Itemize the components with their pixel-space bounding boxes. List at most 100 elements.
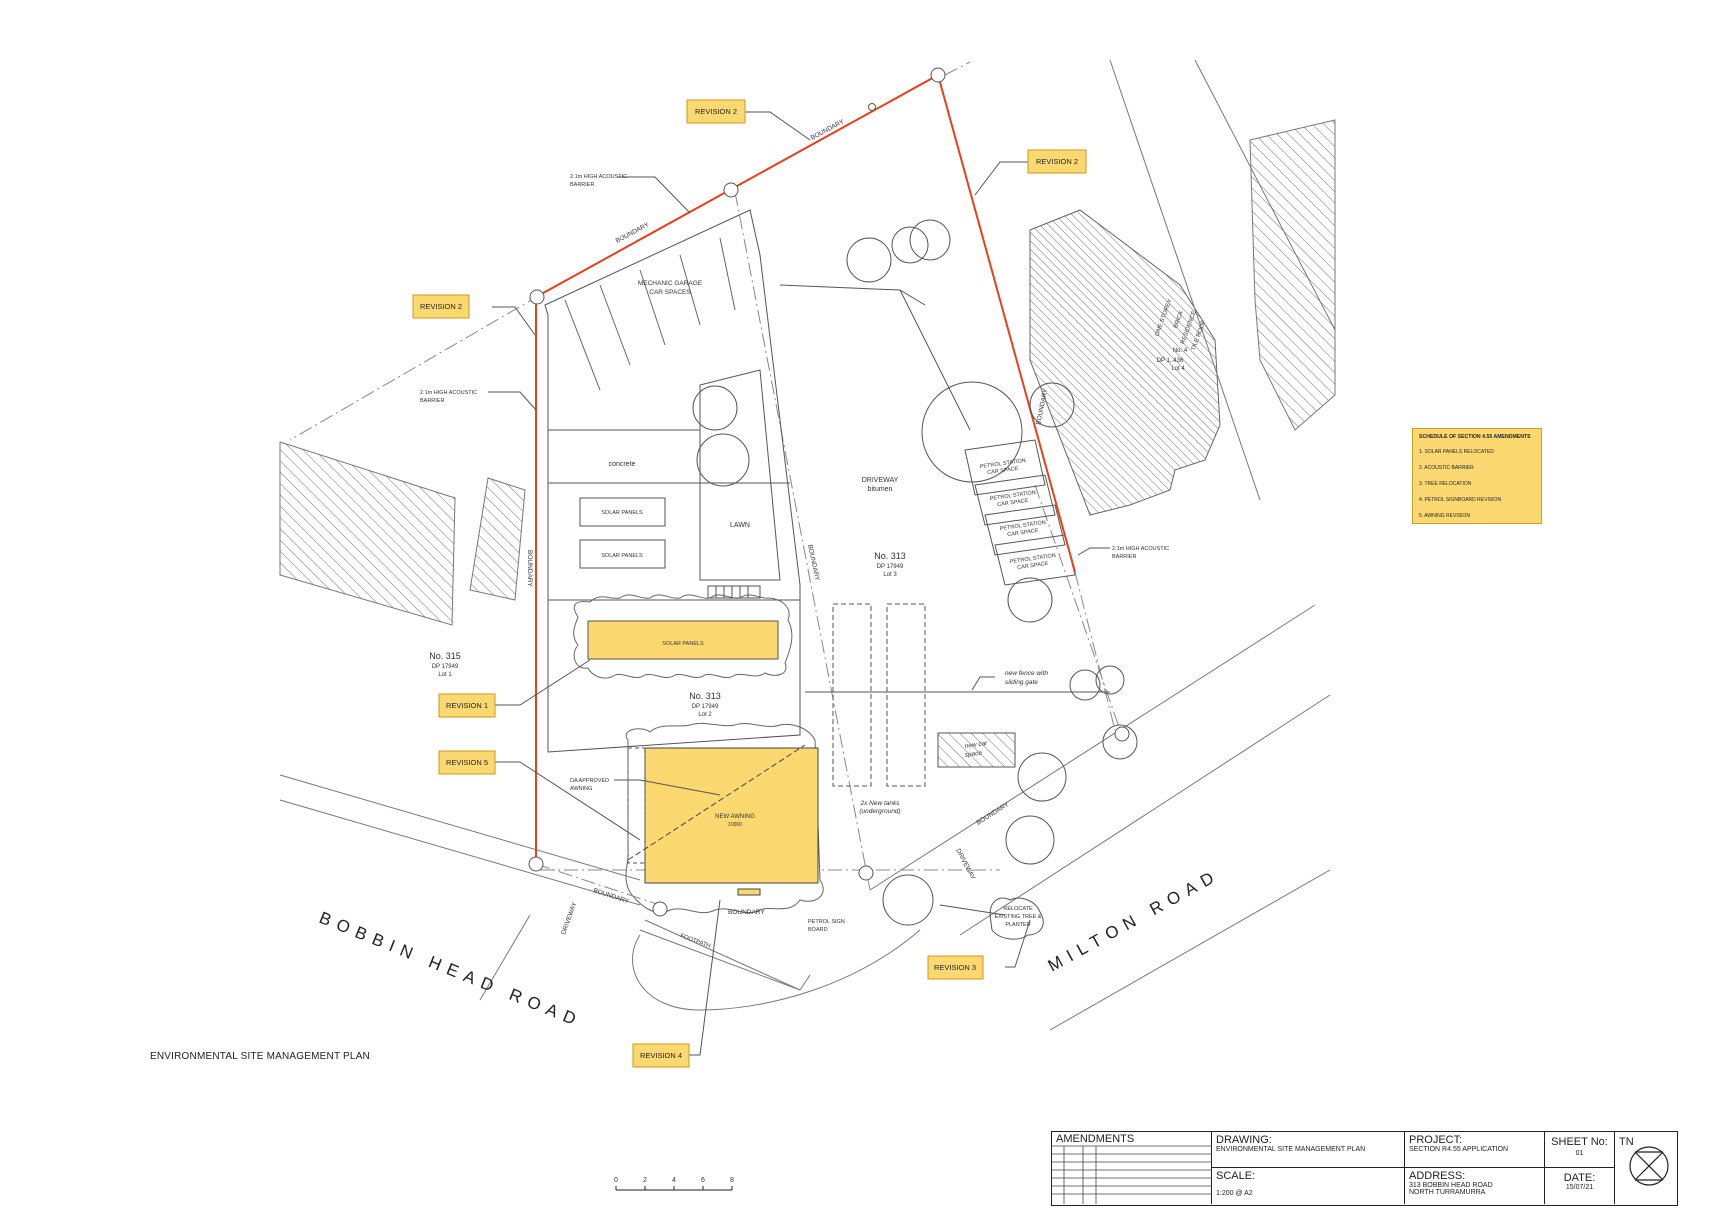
mechanic-label-2: CAR SPACES: [649, 289, 691, 296]
car-space-lines: [564, 237, 736, 391]
driveway-label: DRIVEWAY: [862, 477, 899, 484]
acoustic-label-2a: 2.1m HIGH ACOUSTIC: [420, 390, 477, 396]
acoustic-label-3b: BARRIER: [1112, 554, 1136, 560]
site-outline: [544, 209, 1110, 753]
amendments-heading: AMENDMENTS: [1056, 1133, 1135, 1145]
neighbour-building-west: [279, 441, 456, 626]
schedule-item: 2. ACOUSTIC BARRIER: [1419, 465, 1474, 471]
drawing-heading: DRAWING:: [1216, 1134, 1272, 1146]
title-block: AMENDMENTS DRAWING: ENVIRONMENTAL SITE M…: [1051, 1131, 1678, 1206]
project-heading: PROJECT:: [1409, 1134, 1463, 1146]
scale-heading: SCALE:: [1216, 1170, 1256, 1182]
lot1-number: No. 315: [429, 651, 461, 661]
scale-bar: [615, 1186, 733, 1191]
driveway-label-se: DRIVEWAY: [954, 848, 976, 882]
revision-tag-3: REVISION 3: [927, 955, 984, 980]
boundary-label-se: BOUNDARY: [975, 801, 1010, 827]
sheet-value: 01: [1575, 1150, 1584, 1157]
footpath-label: FOOTPATH: [679, 933, 711, 950]
petrol-space-4b: CAR SPACE: [1017, 561, 1049, 571]
residence-label-2: BRICK: [1173, 310, 1185, 329]
residence-label-7: Lot 4: [1171, 366, 1185, 372]
north-arrow-icon: [1629, 1146, 1669, 1186]
lot1-lot: Lot 1: [438, 672, 452, 678]
solar-planter-outline: [573, 594, 793, 679]
svg-text:REVISION 2: REVISION 2: [420, 302, 462, 311]
scale-cell: SCALE: 1:200 @ A2: [1212, 1168, 1405, 1204]
neighbour-building-east: [1249, 119, 1336, 431]
scale-value: 1:200 @ A2: [1216, 1190, 1253, 1197]
bitumen-label: bitumen: [868, 486, 893, 493]
acoustic-label-2b: BARRIER: [420, 398, 444, 404]
trees: [692, 219, 1138, 940]
lot3-lot: Lot 3: [883, 572, 897, 578]
schedule-item: 1. SOLAR PANELS RELOCATED: [1419, 449, 1494, 455]
awning-diagonal: [627, 744, 806, 861]
lot3-dp: DP 17949: [877, 564, 904, 570]
scale-tick-2: 2: [643, 1177, 647, 1184]
lot2-dp: DP 17949: [692, 704, 719, 710]
new-car-label-2: space: [964, 750, 983, 759]
amendments-schedule: SCHEDULE OF SECTION 4.55 AMENDMENTS 1. S…: [1412, 428, 1542, 524]
residence-label-5: No. 4: [1173, 348, 1188, 354]
drawing-title: ENVIRONMENTAL SITE MANAGEMENT PLAN: [150, 1051, 370, 1062]
sheet-cell: SHEET No: 01: [1545, 1132, 1615, 1168]
relocate-label-2: EXISTING TREE &: [995, 914, 1042, 920]
boundary-markers: [528, 67, 1130, 917]
fence-label-2: sliding gate: [1005, 679, 1038, 686]
schedule-item: 3. TREE RELOCATION: [1419, 481, 1472, 487]
date-value: 15/07/21: [1565, 1184, 1594, 1191]
solar-label-3: SOLAR PANELS: [662, 641, 704, 647]
address-heading: ADDRESS:: [1409, 1170, 1466, 1182]
petrol-space-1b: CAR SPACE: [987, 466, 1019, 476]
mechanic-label-1: MECHANIC GARAGE: [638, 280, 703, 287]
schedule-title: SCHEDULE OF SECTION 4.55 AMENDMENTS: [1419, 434, 1531, 440]
scale-tick-8: 8: [730, 1177, 734, 1184]
concrete-label: concrete: [609, 461, 636, 468]
fence-label-1: new fence with: [1005, 670, 1048, 677]
date-cell: DATE: 15/07/21: [1545, 1168, 1615, 1204]
revision-tag-2c: REVISION 2: [412, 294, 470, 319]
relocate-label-1: RELOCATE: [1003, 906, 1033, 912]
address-cell: ADDRESS: 313 BOBBIN HEAD ROAD NORTH TURR…: [1405, 1168, 1545, 1204]
svg-text:REVISION 2: REVISION 2: [1036, 157, 1078, 166]
sheet-heading: SHEET No:: [1551, 1136, 1608, 1148]
scale-tick-0: 0: [614, 1177, 618, 1184]
boundary-label-s: BOUNDARY: [592, 887, 630, 905]
petrol-space-3b: CAR SPACE: [1007, 528, 1039, 538]
solar-panel-new: [587, 620, 779, 660]
residence-label-6: DP 1..436: [1157, 358, 1184, 364]
svg-text:REVISION 1: REVISION 1: [446, 701, 488, 710]
drawing-cell: DRAWING: ENVIRONMENTAL SITE MANAGEMENT P…: [1212, 1132, 1405, 1168]
schedule-item: 5. AWNING REVISION: [1419, 513, 1470, 519]
neighbour-shed-west: [469, 477, 526, 601]
amendments-grid: [1052, 1145, 1212, 1204]
scale-tick-4: 4: [672, 1177, 676, 1184]
acoustic-label-1a: 2.1m HIGH ACOUSTIC: [570, 174, 627, 180]
solar-label-2: SOLAR PANELS: [601, 553, 643, 559]
tanks-label-1: 2x New tanks: [859, 800, 900, 807]
boundary-label-n: BOUNDARY: [615, 221, 651, 245]
acoustic-label-1b: BARRIER: [570, 182, 594, 188]
new-car-space: [937, 732, 1016, 768]
revision-tag-2a: REVISION 2: [686, 99, 746, 124]
da-label-1: DA APPROVED: [570, 778, 609, 784]
revision-tag-5: REVISION 5: [438, 750, 496, 775]
relocate-label-3: PLANTER: [1005, 922, 1030, 928]
road-name-milton: MILTON ROAD: [1045, 865, 1223, 975]
acoustic-label-3a: 2.1m HIGH ACOUSTIC: [1112, 546, 1169, 552]
new-awning: [644, 747, 819, 884]
project-value: SECTION R4.55 APPLICATION: [1409, 1146, 1509, 1153]
petrol-sign-label-1: PETROL SIGN: [808, 919, 845, 925]
revision-tag-2b: REVISION 2: [1027, 149, 1087, 174]
petrol-station-spaces: [964, 439, 1076, 586]
lot2-lot: Lot 2: [698, 712, 712, 718]
da-approved-awning: [627, 747, 646, 864]
awning-label: NEW AWNING: [715, 814, 755, 820]
lot2-number: No. 313: [689, 691, 721, 701]
solar-panel-box-2: [579, 539, 666, 569]
svg-text:REVISION 4: REVISION 4: [640, 1051, 682, 1060]
tn-label: TN: [1619, 1136, 1634, 1148]
true-north-cell: TN: [1615, 1132, 1677, 1204]
